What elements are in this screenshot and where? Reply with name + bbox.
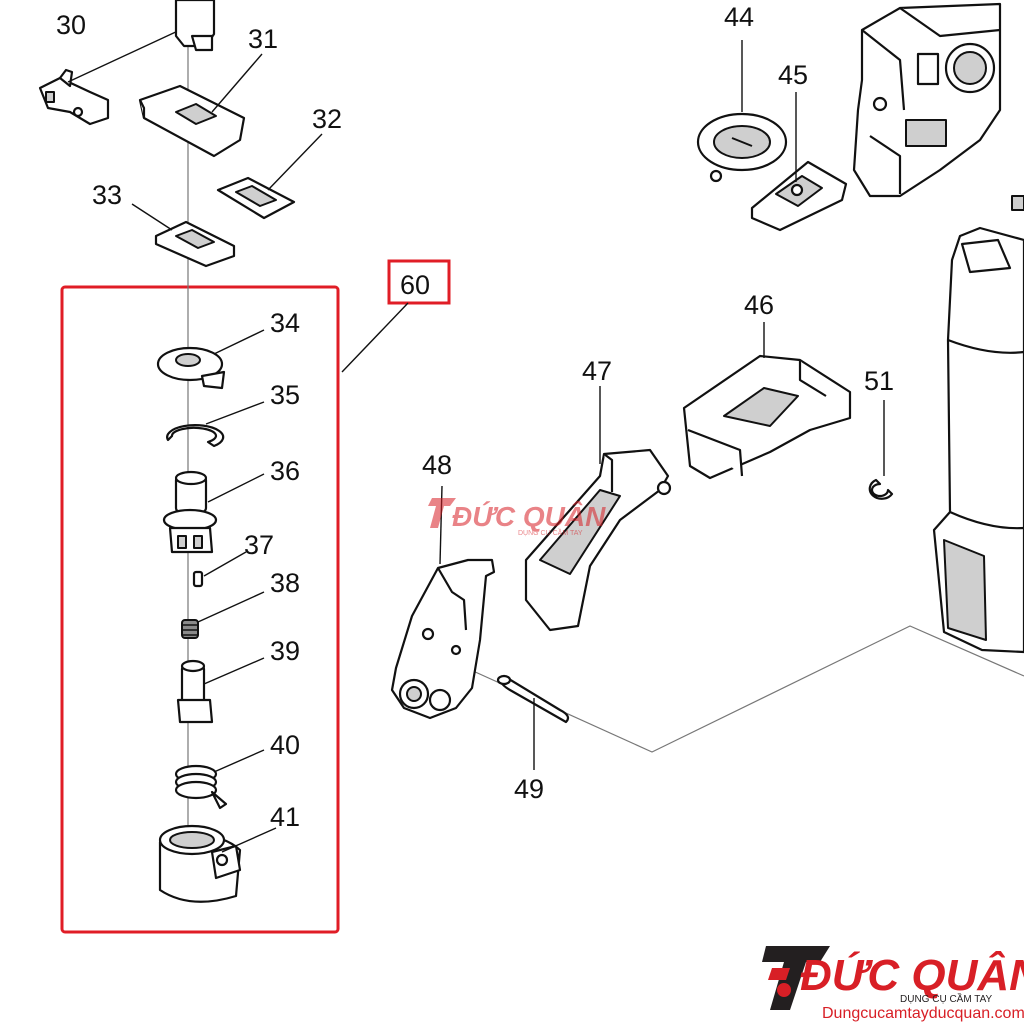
callout-44: 44 [724, 2, 754, 32]
part-44-cover [696, 112, 788, 183]
corner-logo-brand: ĐỨC QUÂN [800, 950, 1024, 1000]
callout-46: 46 [744, 290, 774, 320]
part-38-spring [181, 619, 199, 639]
callout-30: 30 [56, 10, 86, 40]
label-60-box [387, 259, 451, 305]
part-40-torsion-spring [174, 764, 228, 810]
part-41-cap [158, 824, 242, 903]
part-31-plate [138, 84, 246, 158]
callout-48: 48 [422, 450, 452, 480]
part-46-bracket [682, 354, 852, 480]
center-watermark: ĐỨC QUÂN DỤNG CỤ CẦM TAY [428, 498, 606, 537]
center-watermark-brand: ĐỨC QUÂN [452, 501, 606, 532]
part-36-spindle [162, 470, 218, 554]
corner-logo-tagline: DỤNG CỤ CẦM TAY [900, 992, 993, 1005]
callout-35: 35 [270, 380, 300, 410]
part-45-button [750, 160, 848, 232]
corner-logo: ĐỨC QUÂN DỤNG CỤ CẦM TAY Dungcucamtayduc… [762, 946, 1024, 1022]
edge-fragment [1011, 195, 1024, 211]
callout-31: 31 [248, 24, 278, 54]
callout-51: 51 [864, 366, 894, 396]
part-34-washer [156, 346, 226, 390]
assembly-connector-line [461, 625, 1024, 753]
part-37-pin [192, 570, 204, 588]
center-watermark-tagline: DỤNG CỤ CẦM TAY [518, 527, 583, 537]
callout-33: 33 [92, 180, 122, 210]
part-49-pin [496, 674, 570, 724]
switch-housing [852, 2, 1002, 198]
part-48-actuator [390, 558, 496, 720]
callout-34: 34 [270, 308, 300, 338]
part-47-lever [524, 448, 672, 632]
callout-37: 37 [244, 530, 274, 560]
part-39-plunger [176, 659, 214, 724]
part-35-snap-ring [166, 424, 225, 448]
part-51-clip [868, 478, 894, 500]
assembly-60-box [60, 285, 340, 934]
callout-40: 40 [270, 730, 300, 760]
callout-41: 41 [270, 802, 300, 832]
part-33-gasket [154, 220, 236, 268]
part-32-gasket [216, 176, 296, 220]
callout-45: 45 [778, 60, 808, 90]
part-30-bracket [38, 68, 110, 126]
callout-32: 32 [312, 104, 342, 134]
callout-39: 39 [270, 636, 300, 666]
tool-body [932, 226, 1024, 654]
upper-rod-housing [174, 0, 216, 52]
callout-47: 47 [582, 356, 612, 386]
callout-36: 36 [270, 456, 300, 486]
corner-logo-url: Dungcucamtayducquan.com [822, 1005, 1024, 1022]
callout-38: 38 [270, 568, 300, 598]
callout-49: 49 [514, 774, 544, 804]
callout-60: 60 [400, 270, 430, 300]
